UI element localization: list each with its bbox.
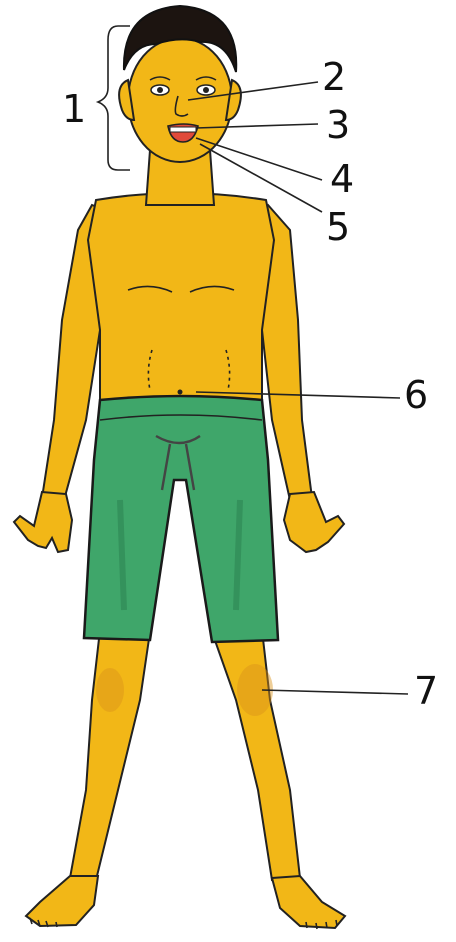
label-7: 7 — [414, 672, 438, 710]
label-5: 5 — [326, 208, 350, 246]
left-foot — [26, 876, 98, 926]
label-6: 6 — [404, 376, 428, 414]
pointer-7 — [262, 690, 408, 694]
right-hand — [284, 492, 344, 552]
label-1: 1 — [62, 90, 86, 128]
right-foot — [272, 876, 345, 928]
head — [128, 38, 232, 162]
shorts — [84, 396, 278, 642]
label-2: 2 — [322, 58, 346, 96]
torso — [88, 193, 274, 410]
label-4: 4 — [330, 160, 354, 198]
label-3: 3 — [326, 106, 350, 144]
pointer-4 — [196, 138, 322, 180]
left-hand — [14, 492, 72, 552]
left-leg — [70, 630, 150, 880]
